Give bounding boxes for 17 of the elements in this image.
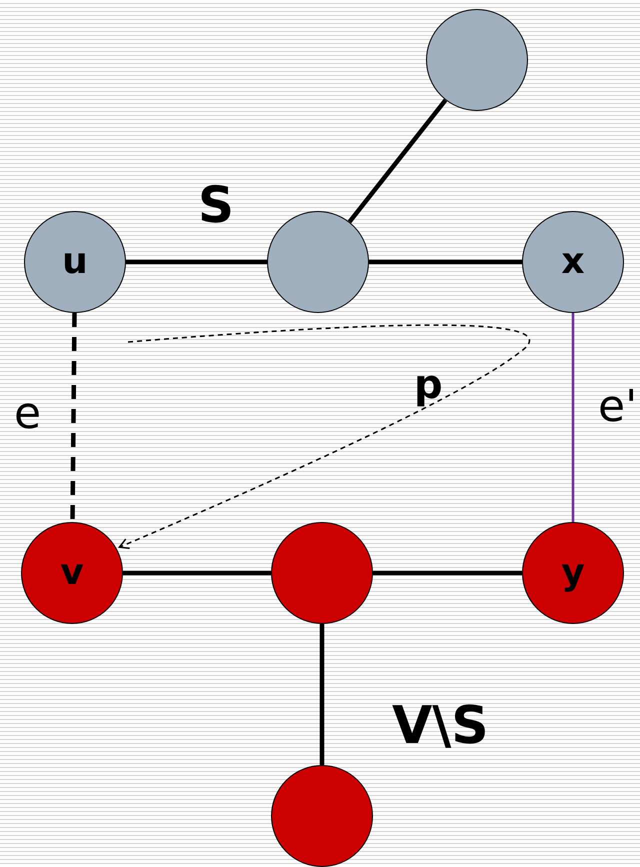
connector-line [348, 98, 448, 224]
connector-line [320, 624, 324, 765]
connector-line [572, 313, 574, 522]
vertex-label: u [62, 244, 88, 280]
vertex-label: x [561, 244, 585, 280]
connector-line [369, 260, 522, 264]
set-label: V\S [392, 700, 489, 752]
edge-label: p [414, 365, 443, 405]
arrow [118, 324, 528, 549]
connector-line [126, 260, 267, 264]
edge-label: e' [598, 385, 638, 429]
edge-label: e [14, 392, 42, 436]
connector-line [123, 570, 271, 576]
set-label: S [198, 180, 234, 230]
vertex-label: y [561, 555, 585, 591]
connector-line [373, 570, 522, 576]
vertex-label: v [60, 555, 84, 591]
